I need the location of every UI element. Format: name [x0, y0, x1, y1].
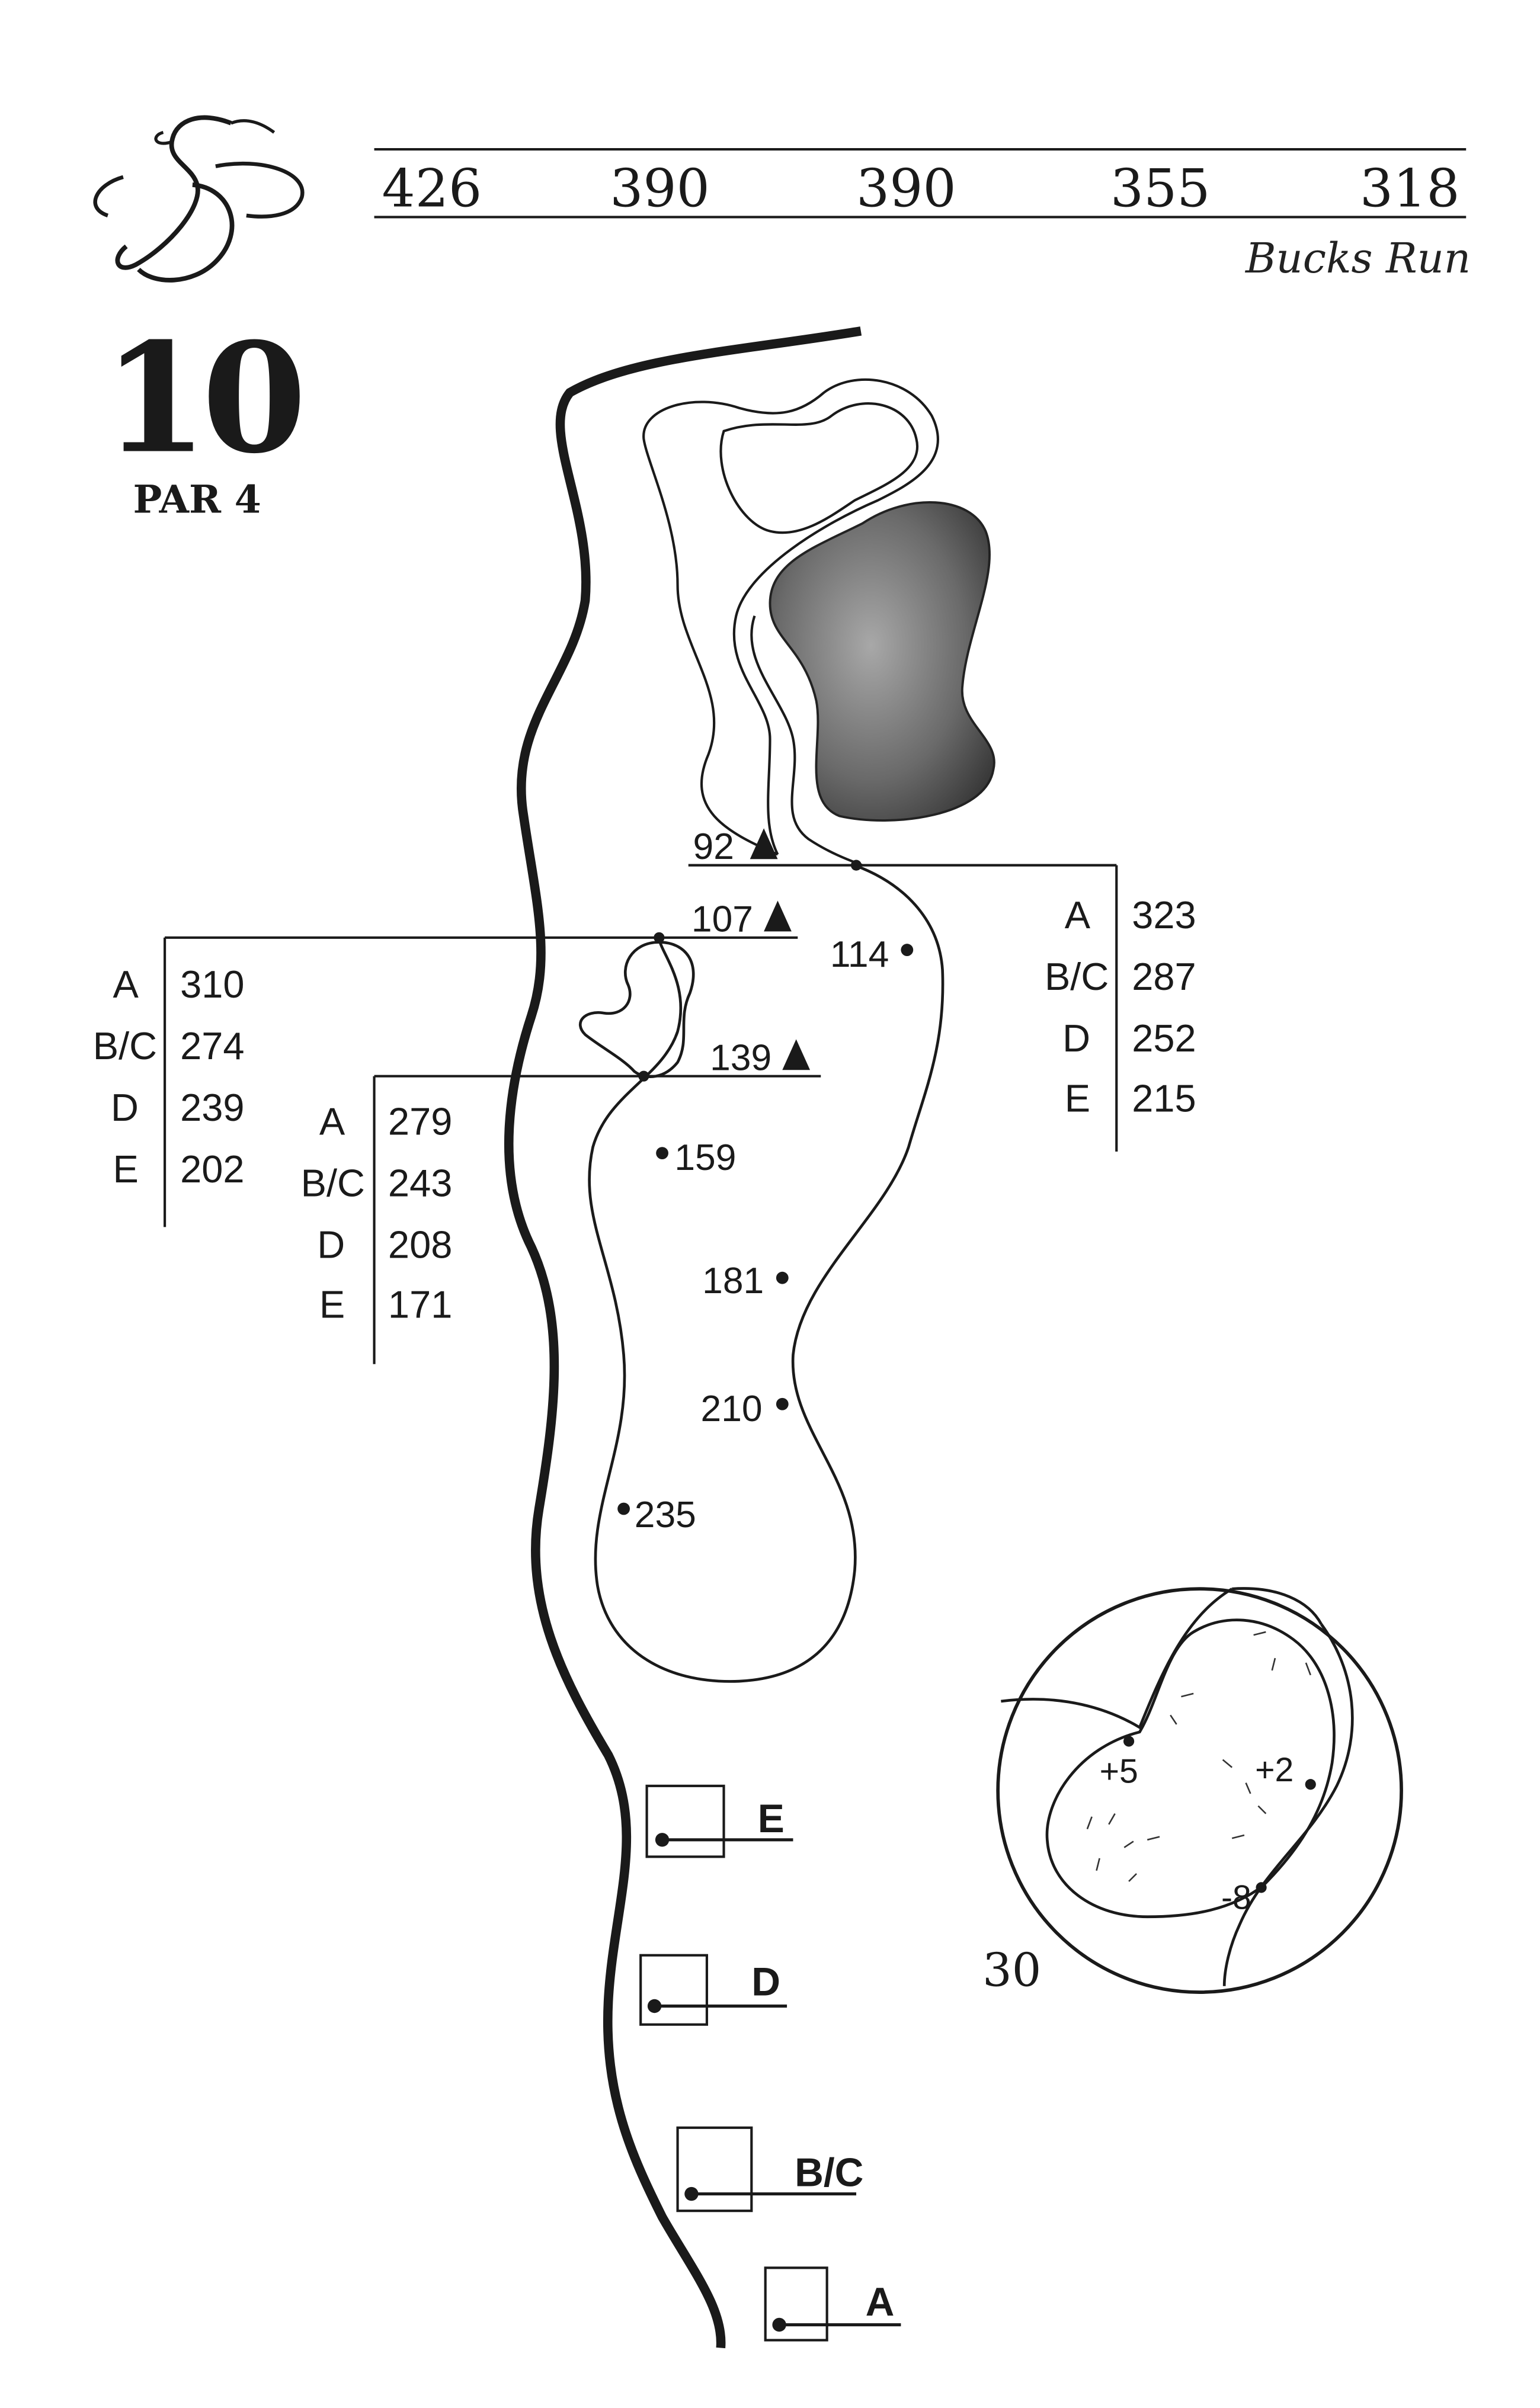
table-middle-tee: E: [319, 1283, 345, 1326]
table-middle-yds: 279: [388, 1099, 452, 1143]
table-right-tee: E: [1065, 1076, 1090, 1120]
green-slope-minus8: -8: [1221, 1879, 1251, 1917]
table-left-yds: 310: [180, 963, 244, 1006]
green-slope-plus2: +2: [1255, 1751, 1294, 1789]
yardage-tee-3: 390: [856, 158, 956, 219]
marker-114: 114: [830, 934, 889, 975]
table-right-yds: 252: [1132, 1017, 1196, 1060]
table-middle-tee: A: [319, 1099, 345, 1143]
table-middle-yds: 243: [388, 1161, 452, 1204]
green-outline: [719, 402, 919, 534]
marker-lines: [164, 860, 1118, 1364]
marker-107: 107: [691, 899, 753, 940]
yardage-markers: 92 107 114 139 159 181 210 235: [617, 826, 914, 1535]
table-middle-yds: 208: [388, 1223, 452, 1266]
yardage-tee-2: 390: [610, 158, 710, 219]
tee-label-bc: B/C: [795, 2151, 863, 2195]
tee-box-a: A: [764, 2266, 901, 2342]
marker-139: 139: [710, 1037, 771, 1078]
yardage-tee-1: 426: [382, 158, 482, 219]
tee-label-e: E: [758, 1797, 785, 1841]
table-middle-tee: D: [317, 1223, 345, 1266]
yardage-tee-5: 318: [1360, 158, 1460, 219]
boundary-line: [504, 326, 862, 2349]
marker-235: 235: [635, 1495, 696, 1535]
marker-92: 92: [693, 826, 734, 867]
fairway-bunker: [578, 941, 695, 1078]
fairway-outline: [588, 864, 945, 1683]
tee-box-e: E: [645, 1784, 793, 1858]
table-right-yds: 323: [1132, 893, 1196, 937]
table-right-yds: 287: [1132, 955, 1196, 998]
course-name: Bucks Run: [1244, 234, 1471, 283]
course-logo: [93, 115, 305, 283]
water-hazard: [769, 501, 995, 822]
table-left-yds: 274: [180, 1024, 244, 1067]
marker-210-dot: [776, 1397, 789, 1410]
marker-114-dot: [901, 944, 914, 956]
distance-table-middle: A 279 B/C 243 D 208 E 171: [301, 1099, 453, 1326]
tee-box-bc: B/C: [676, 2126, 863, 2213]
table-right-yds: 215: [1132, 1076, 1196, 1120]
hole-number: 10: [103, 310, 301, 488]
yardage-tee-4: 355: [1110, 158, 1211, 219]
distance-table-right: A 323 B/C 287 D 252 E 215: [1045, 893, 1196, 1120]
table-left-yds: 239: [180, 1086, 244, 1129]
marker-92-icon: [750, 828, 778, 860]
marker-181: 181: [702, 1261, 764, 1301]
marker-159-dot: [656, 1147, 668, 1160]
table-left-tee: D: [111, 1086, 139, 1129]
marker-235-dot: [617, 1502, 630, 1515]
par-label: PAR 4: [133, 477, 261, 522]
table-middle-yds: 171: [388, 1283, 452, 1326]
table-middle-tee: B/C: [301, 1161, 365, 1204]
table-left-tee: A: [113, 963, 139, 1006]
tee-label-d: D: [751, 1960, 780, 2004]
table-left-yds: 202: [180, 1147, 244, 1191]
green-detail: +5 +2 -8 30: [982, 1587, 1403, 1997]
marker-159: 159: [674, 1137, 736, 1178]
marker-107-icon: [764, 900, 792, 932]
table-left-tee: E: [113, 1147, 139, 1191]
marker-210: 210: [701, 1389, 763, 1429]
table-left-tee: B/C: [93, 1024, 157, 1067]
marker-139-icon: [782, 1039, 811, 1070]
green-depth: 30: [982, 1944, 1041, 1997]
green-slope-plus5: +5: [1100, 1753, 1138, 1791]
distance-table-left: A 310 B/C 274 D 239 E 202: [93, 963, 245, 1191]
yardage-bar: 426 390 390 355 318 Bucks Run: [374, 148, 1471, 283]
rough-outline: [642, 378, 940, 856]
tee-box-d: D: [639, 1954, 787, 2026]
table-right-tee: B/C: [1045, 955, 1109, 998]
tee-label-a: A: [866, 2280, 895, 2324]
hazard-margin: [750, 615, 863, 867]
marker-181-dot: [776, 1271, 789, 1284]
table-right-tee: D: [1062, 1017, 1090, 1060]
table-right-tee: A: [1065, 893, 1091, 937]
